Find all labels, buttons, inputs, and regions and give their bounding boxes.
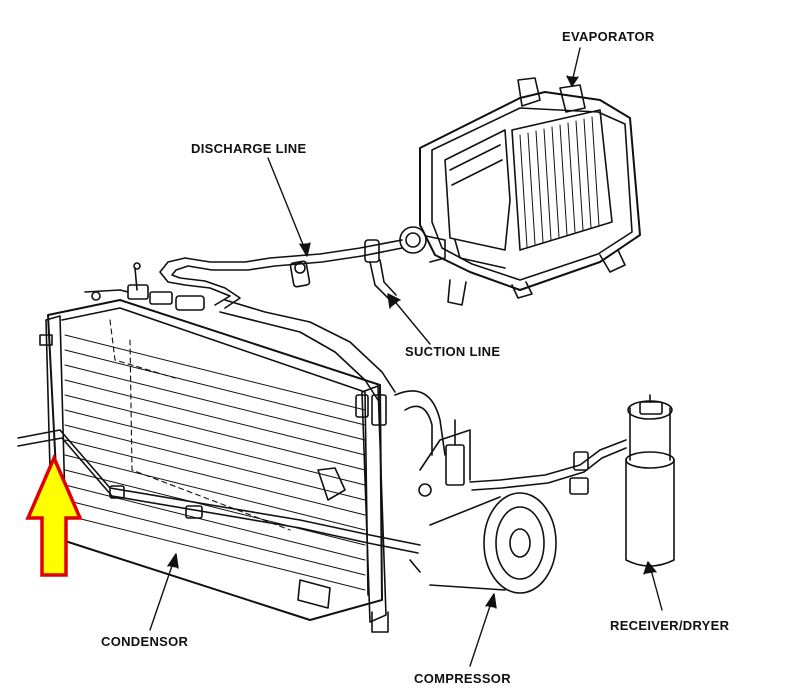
- discharge-line-label: DISCHARGE LINE: [191, 141, 307, 156]
- evaporator-label: EVAPORATOR: [562, 29, 655, 44]
- refrigerant-lines: [84, 239, 403, 401]
- receiver-dryer-label: RECEIVER/DRYER: [610, 618, 730, 633]
- condensor-label: CONDENSOR: [101, 634, 189, 649]
- compressor-unit: [317, 390, 557, 594]
- compressor-label: COMPRESSOR: [414, 671, 511, 686]
- evaporator-unit: [399, 77, 641, 306]
- leader-lines: [149, 47, 663, 667]
- suction-line-label: SUCTION LINE: [405, 344, 501, 359]
